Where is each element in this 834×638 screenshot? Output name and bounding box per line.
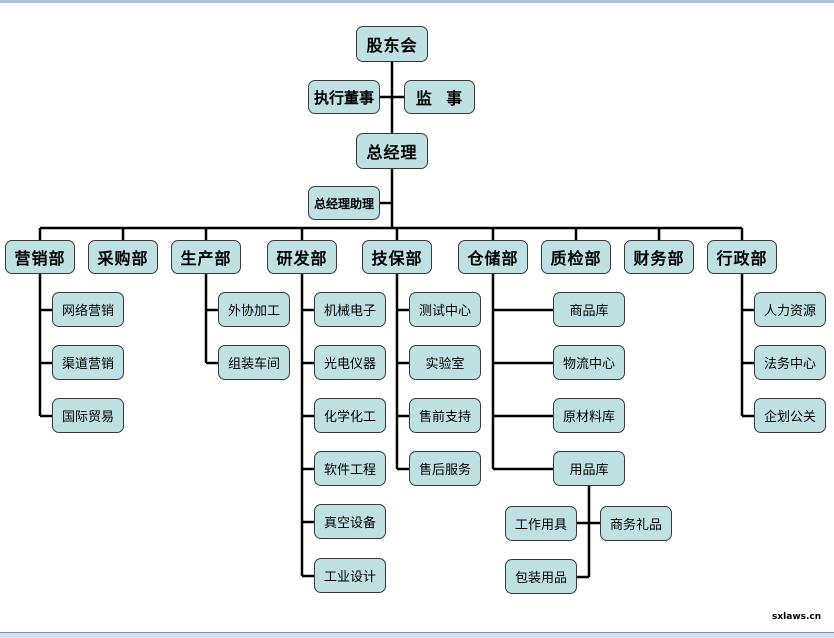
node-work-tools[interactable]: 工作用具 bbox=[505, 506, 577, 541]
node-outsourcing[interactable]: 外协加工 bbox=[218, 292, 290, 327]
window-top-bar bbox=[0, 0, 834, 3]
node-chemical[interactable]: 化学化工 bbox=[314, 398, 386, 433]
node-supplies-store[interactable]: 用品库 bbox=[553, 451, 625, 486]
dept-production[interactable]: 生产部 bbox=[171, 240, 241, 274]
node-aftersales[interactable]: 售后服务 bbox=[409, 451, 481, 486]
dept-admin[interactable]: 行政部 bbox=[707, 240, 777, 274]
node-pr[interactable]: 企划公关 bbox=[754, 398, 826, 433]
dept-purchasing[interactable]: 采购部 bbox=[88, 240, 158, 274]
node-business-gifts[interactable]: 商务礼品 bbox=[600, 506, 672, 541]
dept-finance[interactable]: 财务部 bbox=[624, 240, 694, 274]
node-shareholders[interactable]: 股东会 bbox=[356, 26, 428, 62]
node-raw-materials[interactable]: 原材料库 bbox=[553, 398, 625, 433]
node-general-manager[interactable]: 总经理 bbox=[356, 133, 428, 169]
node-executive-director[interactable]: 执行董事 bbox=[308, 80, 380, 114]
node-vacuum[interactable]: 真空设备 bbox=[314, 504, 386, 539]
node-goods-store[interactable]: 商品库 bbox=[553, 292, 625, 327]
node-supervisor[interactable]: 监 事 bbox=[404, 80, 475, 114]
node-gm-assistant[interactable]: 总经理助理 bbox=[308, 186, 380, 220]
dept-warehouse[interactable]: 仓储部 bbox=[458, 240, 528, 274]
dept-tech-support[interactable]: 技保部 bbox=[362, 240, 432, 274]
node-assembly[interactable]: 组装车间 bbox=[218, 345, 290, 380]
node-optoelectronics[interactable]: 光电仪器 bbox=[314, 345, 386, 380]
node-software[interactable]: 软件工程 bbox=[314, 451, 386, 486]
node-lab[interactable]: 实验室 bbox=[409, 345, 481, 380]
status-bar bbox=[0, 632, 834, 638]
node-hr[interactable]: 人力资源 bbox=[754, 292, 826, 327]
node-channel-marketing[interactable]: 渠道营销 bbox=[52, 345, 124, 380]
dept-rnd[interactable]: 研发部 bbox=[267, 240, 337, 274]
node-presales[interactable]: 售前支持 bbox=[409, 398, 481, 433]
node-logistics[interactable]: 物流中心 bbox=[553, 345, 625, 380]
node-mechatronics[interactable]: 机械电子 bbox=[314, 292, 386, 327]
dept-quality[interactable]: 质检部 bbox=[541, 240, 611, 274]
node-packaging[interactable]: 包装用品 bbox=[505, 559, 577, 594]
dept-marketing[interactable]: 营销部 bbox=[5, 240, 75, 274]
watermark: sxlaws.cn bbox=[772, 612, 822, 622]
node-legal[interactable]: 法务中心 bbox=[754, 345, 826, 380]
node-industrial-design[interactable]: 工业设计 bbox=[314, 558, 386, 593]
node-online-marketing[interactable]: 网络营销 bbox=[52, 292, 124, 327]
node-test-center[interactable]: 测试中心 bbox=[409, 292, 481, 327]
node-intl-trade[interactable]: 国际贸易 bbox=[52, 398, 124, 433]
